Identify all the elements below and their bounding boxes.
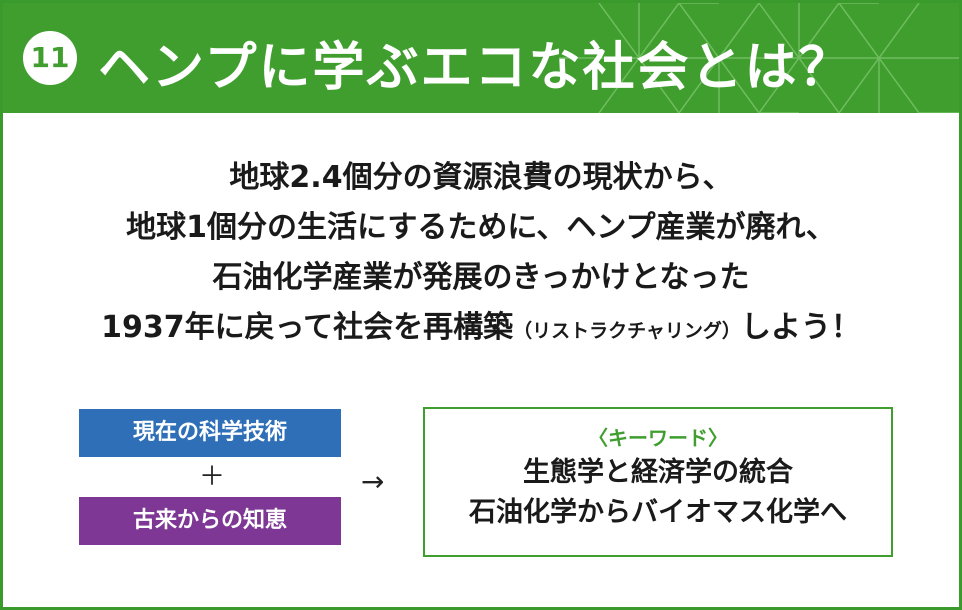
asanoha-pattern-icon (559, 3, 959, 113)
keyword-line-2: 石油化学からバイオマス化学へ (469, 497, 847, 528)
science-tag: 現在の科学技術 (79, 409, 341, 457)
keyword-line-1: 生態学と経済学の統合 (523, 457, 793, 488)
keyword-box: 〈キーワード〉 生態学と経済学の統合 石油化学からバイオマス化学へ (423, 407, 893, 557)
statement-line-1: 地球2.4個分の資源浪費の現状から、 (229, 160, 733, 195)
statement-line-4-end: しよう！ (740, 310, 861, 345)
page-title: ヘンプに学ぶエコな社会とは？ (98, 38, 853, 98)
keyword-heading: 〈キーワード〉 (588, 426, 728, 450)
statement-line-4-note: （リストラクチャリング） (513, 320, 741, 342)
statement-line-4-main: 1937年に戻って社会を再構築 (101, 310, 514, 345)
header-banner: 11 ヘンプに学ぶエコな社会とは？ (3, 3, 959, 113)
main-statement: 地球2.4個分の資源浪費の現状から、 地球1個分の生活にするために、ヘンプ産業が… (3, 153, 959, 356)
statement-line-3: 石油化学産業が発展のきっかけとなった (212, 260, 750, 295)
statement-line-4: 1937年に戻って社会を再構築（リストラクチャリング）しよう！ (3, 303, 959, 356)
statement-line-2: 地球1個分の生活にするために、ヘンプ産業が廃れ、 (126, 210, 836, 245)
plus-icon: ＋ (199, 462, 226, 492)
arrow-right-icon: → (361, 465, 385, 498)
section-number-badge: 11 (23, 31, 77, 85)
wisdom-tag: 古来からの知恵 (79, 497, 341, 545)
